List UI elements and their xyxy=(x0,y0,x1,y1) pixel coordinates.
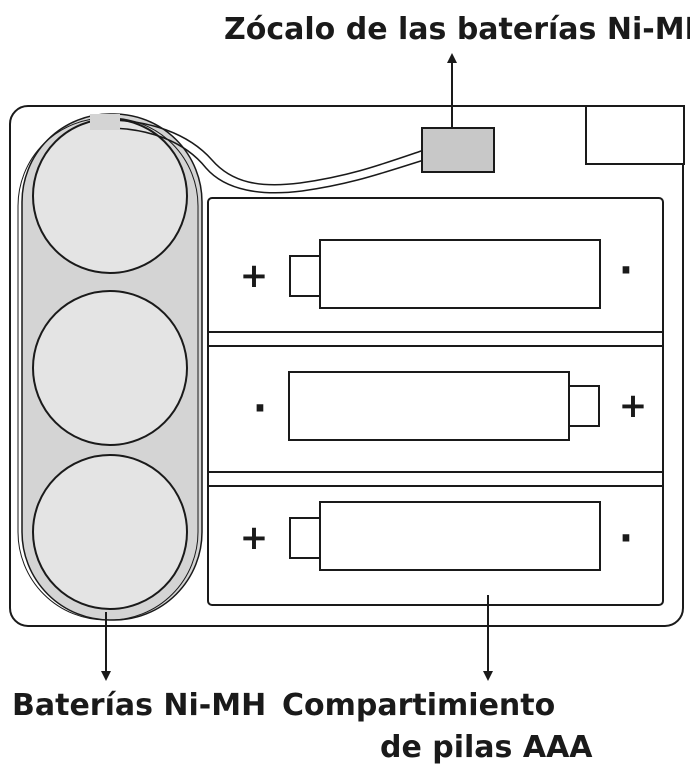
socket-cable xyxy=(95,119,425,194)
compartment-label-line2: de pilas AAA xyxy=(380,730,593,765)
nimh-battery-pack xyxy=(17,113,203,621)
row3-right-terminal: · xyxy=(619,516,633,560)
row3-left-terminal: + xyxy=(240,518,269,558)
row2-left-terminal: · xyxy=(253,386,267,430)
nimh-cell-top xyxy=(32,118,188,274)
aaa-cell-1 xyxy=(289,239,601,309)
row1-right-terminal: · xyxy=(619,248,633,292)
battery-socket xyxy=(421,127,495,173)
aaa-cell-2 xyxy=(288,371,600,441)
socket-label: Zócalo de las baterías Ni-MH xyxy=(224,12,690,47)
aaa-cell-3 xyxy=(289,501,601,571)
nimh-cell-bottom xyxy=(32,454,188,610)
nimh-cell-middle xyxy=(32,290,188,446)
nimh-batteries-label: Baterías Ni-MH xyxy=(12,688,267,723)
housing-latch xyxy=(585,105,685,165)
row1-left-terminal: + xyxy=(240,256,269,296)
compartment-label-line1: Compartimiento xyxy=(282,688,556,723)
row2-right-terminal: + xyxy=(619,386,648,426)
nimh-socket xyxy=(90,114,120,130)
